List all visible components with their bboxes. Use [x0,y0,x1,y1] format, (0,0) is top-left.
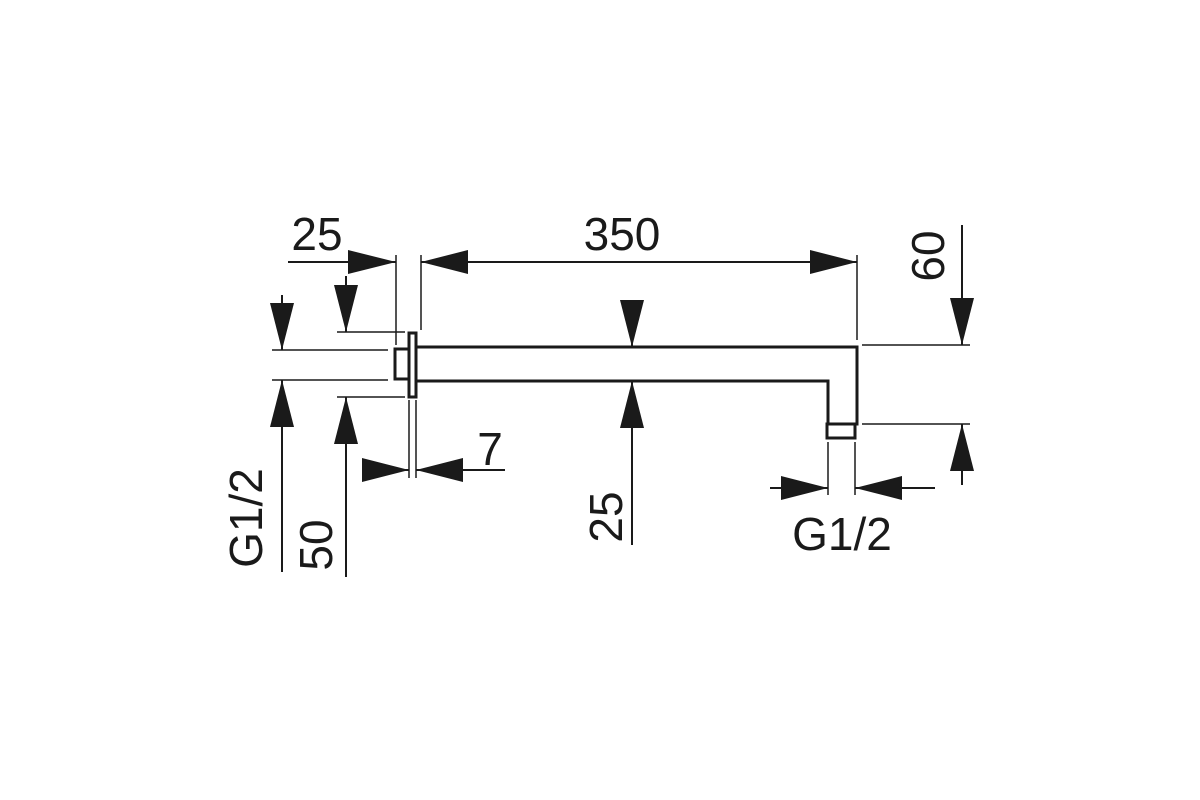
dimension-flange-height: 50 [290,276,358,577]
extension-lines [272,255,970,495]
dimension-label-flange-thickness: 7 [477,423,503,475]
shower-arm-outline [393,331,859,440]
dimension-inlet-thread: G1/2 [220,295,294,572]
dimension-label-arm-thickness: 25 [580,491,632,542]
dimension-drop-height: 60 [902,225,974,485]
outlet-connector [825,422,857,440]
dimension-flange-depth: 25 [288,208,396,274]
dimension-arm-length: 350 [421,208,857,274]
dimension-flange-thickness: 7 [362,423,505,482]
dimension-label-drop-height: 60 [902,230,954,281]
dimension-outlet-thread: G1/2 [770,476,935,560]
dimension-label-inlet-thread: G1/2 [220,468,272,568]
dimension-label-outlet-thread: G1/2 [792,508,892,560]
inlet-connector [393,347,411,381]
dimension-label-arm-length: 350 [584,208,661,260]
dimension-label-flange-depth: 25 [291,208,342,260]
dimension-label-flange-height: 50 [290,519,342,570]
dimension-arm-thickness: 25 [580,300,644,545]
